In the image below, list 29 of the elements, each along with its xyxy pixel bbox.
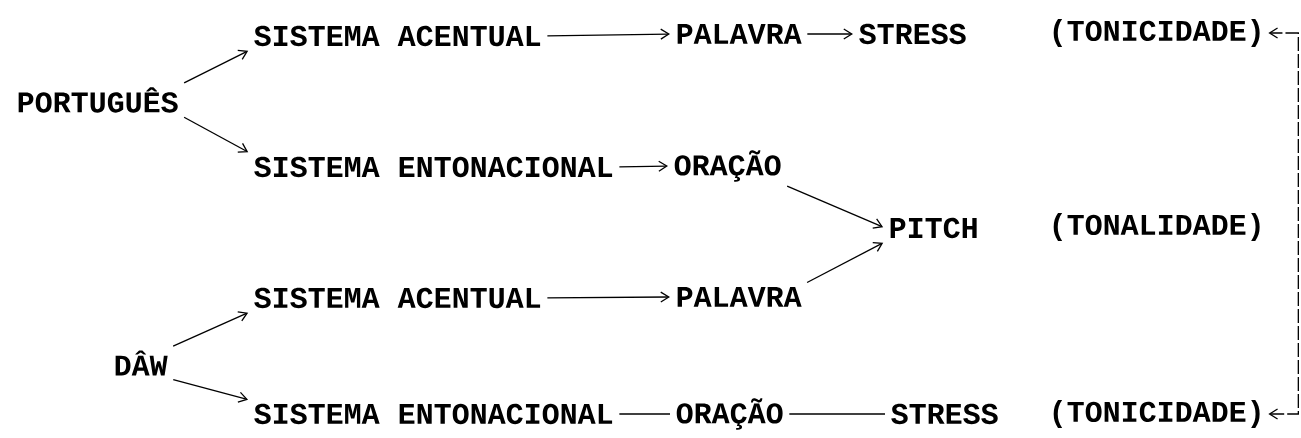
term-label: STRESS xyxy=(891,403,998,425)
arrow xyxy=(806,241,884,284)
term-label: SISTEMA ENTONACIONAL xyxy=(254,403,613,425)
term-label: PALAVRA xyxy=(677,24,802,44)
term-label: (TONICIDADE) xyxy=(1053,400,1260,428)
term-label: ORAÇÃO xyxy=(676,398,783,430)
arrow xyxy=(806,28,853,40)
term-label: (TONICIDADE) xyxy=(1053,19,1260,47)
arrow xyxy=(183,116,249,153)
arrow xyxy=(183,49,249,84)
term-label: SISTEMA ACENTUAL xyxy=(254,287,541,309)
term-label: PALAVRA xyxy=(677,287,802,307)
arrow xyxy=(546,291,670,303)
term-label: ORAÇÃO xyxy=(674,150,781,182)
bracket-arrow xyxy=(1268,27,1299,420)
connector-line xyxy=(618,413,671,415)
term-label: DÂW xyxy=(115,350,168,376)
arrow xyxy=(172,379,249,403)
term-label: PITCH xyxy=(890,217,977,239)
arrow xyxy=(546,28,670,40)
arrow xyxy=(172,311,249,347)
term-label: STRESS xyxy=(859,23,966,45)
connector-line xyxy=(788,413,886,415)
term-label: (TONALIDADE) xyxy=(1053,213,1260,241)
arrow xyxy=(618,160,668,172)
arrow xyxy=(786,185,884,229)
term-label: SISTEMA ACENTUAL xyxy=(254,25,541,47)
term-label: PORTUGUÊS xyxy=(18,87,178,113)
term-label: SISTEMA ENTONACIONAL xyxy=(254,156,613,178)
